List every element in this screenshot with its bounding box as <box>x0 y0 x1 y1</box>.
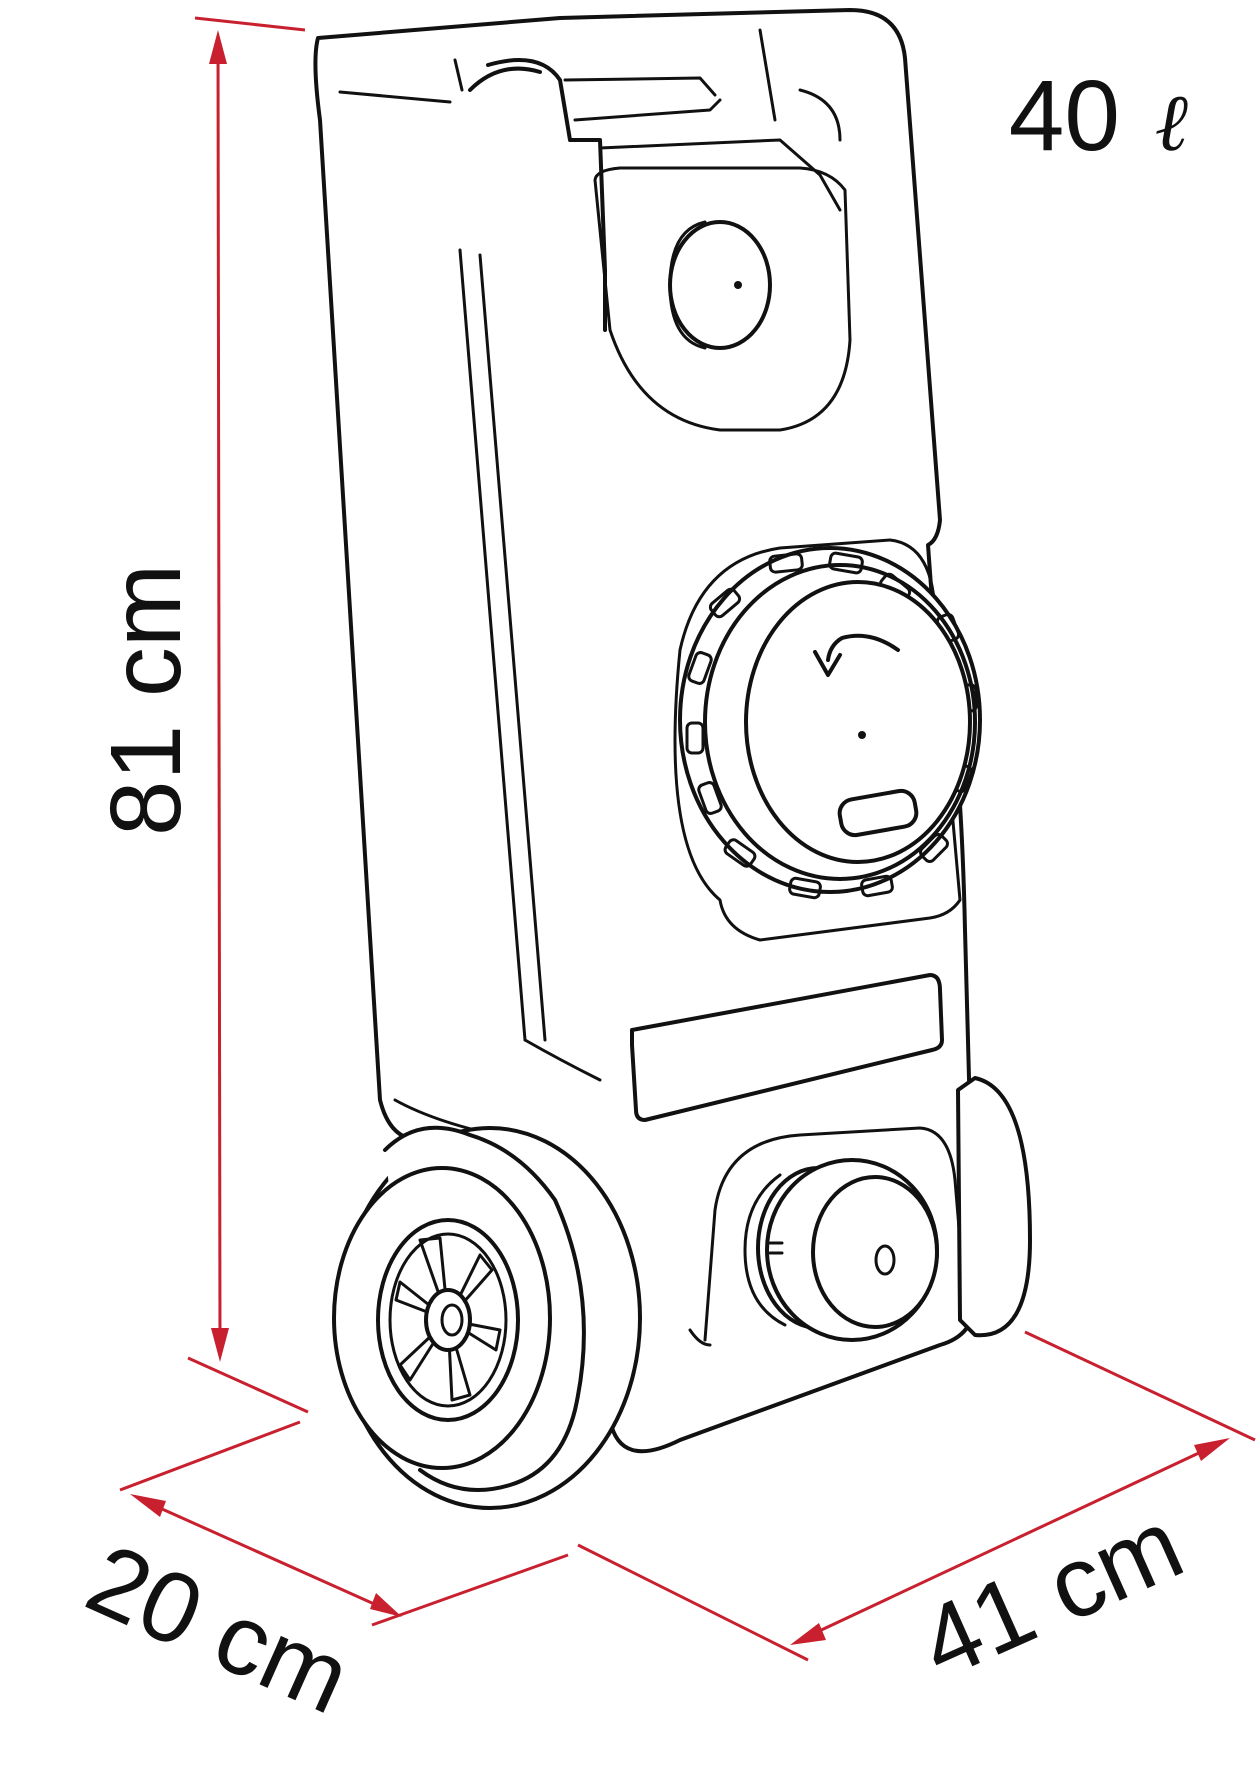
main-lid <box>678 546 982 900</box>
tank-body <box>313 8 977 1454</box>
capacity-value: 40 <box>1009 60 1120 172</box>
height-label: 81 cm <box>90 564 202 836</box>
rear-wheel <box>956 1076 1032 1338</box>
outlet-cap <box>743 1158 939 1342</box>
capacity-label: 40 ℓ <box>1009 60 1188 172</box>
front-wheel <box>332 1125 642 1510</box>
height-dimension: 81 cm <box>90 16 309 1414</box>
label-plate <box>630 973 944 1122</box>
width-label: 41 cm <box>904 1487 1198 1700</box>
capacity-unit: ℓ <box>1155 76 1188 169</box>
top-filler-cap <box>668 220 772 350</box>
depth-label: 20 cm <box>72 1522 366 1735</box>
